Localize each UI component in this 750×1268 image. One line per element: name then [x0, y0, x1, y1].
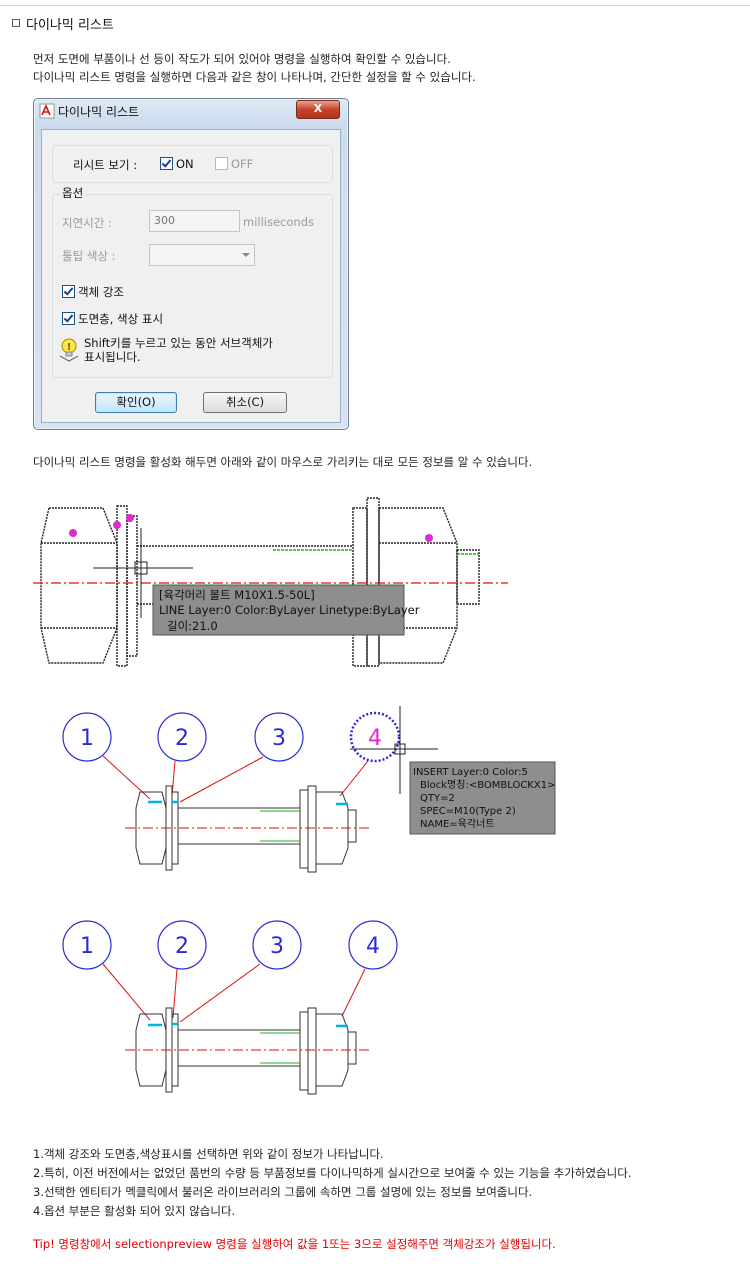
checkbox-checked-icon[interactable]	[62, 312, 75, 325]
layer-color-checkbox[interactable]: 도면층, 색상 표시	[62, 311, 163, 327]
delay-label: 지연시간 :	[62, 216, 112, 230]
tooltip-color-select[interactable]	[149, 244, 255, 266]
dialog-title: 다이나믹 리스트	[58, 105, 140, 119]
tooltip-line: 길이:21.0	[167, 619, 218, 633]
close-button[interactable]: X	[296, 100, 340, 119]
balloon-drawing-2: 1 2 3 4 INSERT Layer:0 Color:5 Block명칭:<…	[62, 706, 556, 873]
tooltip-line: LINE Layer:0 Color:ByLayer Linetype:ByLa…	[159, 603, 420, 617]
checkbox-checked-icon[interactable]	[62, 285, 75, 298]
tooltip-line: [육각머리 볼트 M10X1.5-50L]	[159, 588, 315, 602]
balloon-drawing-3: 1 2 3 4	[62, 920, 398, 1095]
footer-line: 1.객체 강조와 도면층,색상표시를 선택하면 위와 같이 정보가 나타납니다.	[33, 1147, 384, 1161]
options-panel: 지연시간 : 300 milliseconds 툴팁 색상 : 객체 강조 도면…	[52, 194, 333, 378]
balloon-label: 2	[175, 726, 189, 751]
checkbox-unchecked-icon[interactable]	[215, 157, 228, 170]
intro-line: 먼저 도면에 부품이나 선 등이 작도가 되어 있어야 명령을 실행하여 확인할…	[33, 52, 451, 66]
checkbox-checked-icon[interactable]	[160, 157, 173, 170]
options-group-label: 옵션	[60, 185, 86, 201]
balloon-label: 4	[368, 726, 382, 751]
ok-button[interactable]: 확인(O)	[95, 392, 177, 413]
autocad-logo-icon	[39, 103, 55, 119]
balloon-label: 1	[80, 934, 94, 959]
tip-text: Tip! 명령창에서 selectionpreview 명령을 실행하여 값을 …	[33, 1237, 556, 1251]
cancel-button[interactable]: 취소(C)	[203, 392, 287, 413]
tooltip-line: QTY=2	[420, 793, 455, 804]
intro-text: 먼저 도면에 부품이나 선 등이 작도가 되어 있어야 명령을 실행하여 확인할…	[33, 50, 476, 86]
tooltip-box	[152, 584, 405, 636]
balloon-label: 3	[272, 726, 286, 751]
intro-line: 다이나믹 리스트 명령을 실행하면 다음과 같은 창이 나타나며, 간단한 설정…	[33, 70, 476, 84]
bullet-icon	[12, 19, 20, 27]
highlight-checkbox[interactable]: 객체 강조	[62, 284, 124, 300]
footer-line: 4.옵션 부분은 활성화 되어 있지 않습니다.	[33, 1204, 236, 1218]
lightbulb-icon: !	[59, 338, 79, 362]
footer-line: 3.선택한 엔티티가 멕클릭에서 불러온 라이브러리의 그룹에 속하면 그룹 설…	[33, 1185, 533, 1199]
balloon-label: 1	[80, 726, 94, 751]
delay-input[interactable]: 300	[149, 210, 240, 232]
footer-notes: 1.객체 강조와 도면층,색상표시를 선택하면 위와 같이 정보가 나타납니다.…	[33, 1145, 631, 1221]
footer-line: 2.특히, 이전 버전에서는 없었던 품번의 수량 등 부품정보를 다이나믹하게…	[33, 1166, 632, 1180]
off-checkbox[interactable]: OFF	[215, 157, 253, 171]
tooltip-line: SPEC=M10(Type 2)	[420, 806, 516, 817]
tooltip-line: Block명칭:<BOMBLOCKX1>	[420, 779, 555, 791]
on-checkbox[interactable]: ON	[160, 157, 194, 171]
section-title: 다이나믹 리스트	[12, 14, 114, 33]
list-view-label: 리시트 보기 :	[73, 158, 138, 172]
delay-unit: milliseconds	[243, 215, 314, 229]
dialog-body: 리시트 보기 : ON OFF 옵션 지연시간 : 300 millisecon…	[41, 129, 341, 423]
svg-text:!: !	[67, 342, 72, 353]
dynamic-list-dialog: 다이나믹 리스트 X 리시트 보기 : ON OFF 옵션 지연시간 : 300…	[33, 98, 349, 430]
tooltip-line: NAME=육각너트	[420, 818, 494, 830]
dialog-titlebar[interactable]: 다이나믹 리스트	[39, 103, 140, 120]
note-text: 다이나믹 리스트 명령을 활성화 해두면 아래와 같이 마우스로 가리키는 대로…	[33, 455, 533, 469]
top-divider	[0, 5, 750, 6]
shift-tip-text: Shift키를 누르고 있는 동안 서브객체가 표시됩니다.	[84, 336, 273, 364]
chevron-down-icon	[242, 253, 250, 257]
bolt-drawing-1: [육각머리 볼트 M10X1.5-50L] LINE Layer:0 Color…	[33, 497, 508, 667]
tooltip-color-label: 툴팁 색상 :	[62, 249, 116, 263]
list-view-panel: 리시트 보기 : ON OFF	[52, 145, 333, 183]
tooltip-line: INSERT Layer:0 Color:5	[413, 767, 528, 778]
balloon-label: 4	[366, 934, 380, 959]
balloon-label: 2	[175, 934, 189, 959]
balloon-label: 3	[270, 934, 284, 959]
insert-tooltip-box	[409, 761, 556, 835]
